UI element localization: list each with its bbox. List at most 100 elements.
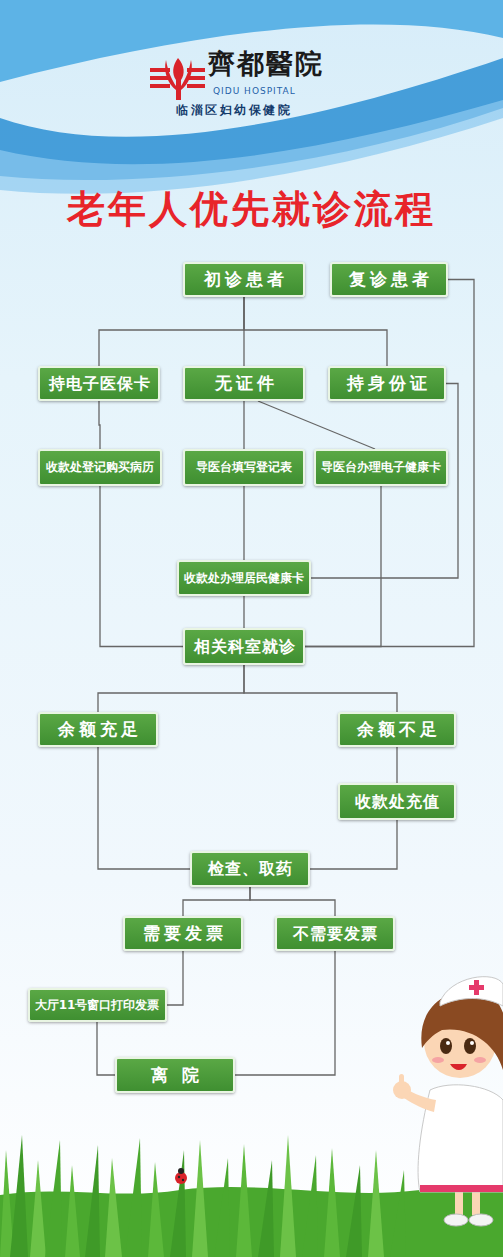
connector [235, 951, 335, 1075]
connector [243, 486, 244, 560]
connector [250, 887, 335, 916]
ladybug-part [178, 1176, 180, 1178]
connector [167, 951, 184, 1005]
grass-part [280, 1135, 296, 1257]
process-box: 收款处办理居民健康卡 [177, 560, 311, 596]
connector [244, 297, 387, 366]
ladybug-part [182, 1179, 184, 1181]
grass-part [302, 1155, 318, 1257]
box-text: 余额充足 [54, 719, 142, 739]
process-box: 余额不足 [338, 712, 456, 747]
grass-part [45, 1140, 62, 1257]
connector [243, 596, 244, 628]
box-text: 离院 [137, 1065, 213, 1085]
box-text: 余额不足 [353, 719, 441, 739]
process-box: 收款处登记购买病历 [38, 449, 162, 486]
grass-part [236, 1144, 252, 1257]
process-box: 需要发票 [123, 916, 243, 951]
logo-emblem-part [150, 84, 170, 88]
process-box: 初诊患者 [183, 262, 305, 297]
nurse-illustration-part [444, 1214, 468, 1226]
box-text: 导医台办理电子健康卡 [321, 460, 441, 474]
process-box: 持身份证 [328, 366, 446, 401]
connector [258, 401, 375, 449]
box-text: 大厅11号窗口打印发票 [35, 998, 160, 1012]
connector [305, 486, 381, 647]
nurse-illustration-part [450, 1064, 467, 1070]
connector [305, 280, 474, 647]
process-box: 大厅11号窗口打印发票 [28, 988, 167, 1022]
nurse-illustration-part [440, 977, 503, 1006]
grass-part [30, 1160, 46, 1257]
process-box: 收款处充值 [338, 783, 456, 820]
logo-emblem [150, 58, 205, 100]
header-wave-part [0, 100, 503, 194]
box-text: 需要发票 [139, 923, 227, 943]
box-text: 持身份证 [343, 373, 431, 393]
process-box: 复诊患者 [330, 262, 448, 297]
nurse-illustration-part [432, 1057, 444, 1063]
nurse-illustration-part [446, 1041, 450, 1045]
connector [98, 665, 244, 712]
nurse-illustration-part [421, 991, 503, 1070]
process-box: 检查、取药 [190, 851, 310, 887]
header-wave-part [0, 0, 503, 82]
hospital-name: 齊都醫院 [208, 46, 324, 82]
nurse-illustration-part [440, 1038, 452, 1054]
grass-part [258, 1160, 274, 1257]
logo-emblem-part [173, 58, 183, 100]
connector [99, 297, 244, 366]
logo-emblem-part [165, 60, 176, 90]
connector [244, 665, 397, 712]
box-text: 收款处办理居民健康卡 [184, 571, 304, 585]
process-box: 不需要发票 [275, 916, 395, 951]
grass-part [214, 1158, 230, 1257]
box-text: 检查、取药 [207, 859, 293, 878]
grass-part [346, 1165, 362, 1257]
box-text: 无证件 [211, 373, 278, 393]
process-box: 持电子医保卡 [38, 366, 160, 401]
box-text: 初诊患者 [200, 269, 288, 289]
grass-part [10, 1135, 28, 1257]
nurse-illustration-part [470, 1041, 474, 1045]
process-box: 相关科室就诊 [183, 628, 305, 665]
hospital-subtitle: 临淄区妇幼保健院 [176, 103, 292, 118]
connector [183, 887, 250, 916]
grass-part [148, 1162, 164, 1257]
connector [311, 384, 458, 579]
connector [310, 820, 397, 869]
connector [100, 486, 183, 647]
box-text: 不需要发票 [292, 924, 378, 943]
connector [98, 747, 190, 869]
title: 老年人优先就诊流程 [0, 184, 503, 235]
box-text: 收款处充值 [354, 792, 440, 811]
grass-part [324, 1148, 340, 1257]
process-box: 离院 [115, 1057, 235, 1093]
nurse-illustration-part [469, 985, 484, 990]
connector [243, 401, 244, 449]
nurse-illustration-part [464, 1038, 476, 1054]
header-wave [0, 0, 503, 194]
box-text: 导医台填写登记表 [196, 460, 292, 474]
ladybug-part [178, 1168, 184, 1174]
nurse-illustration-part [420, 1185, 503, 1192]
process-box: 余额充足 [38, 712, 158, 747]
nurse-illustration-part [474, 1057, 486, 1063]
grass-part [125, 1138, 142, 1257]
nurse-illustration-part [469, 1214, 493, 1226]
logo-emblem-part [187, 84, 205, 88]
process-box: 导医台填写登记表 [183, 449, 305, 486]
ladybug [175, 1168, 187, 1184]
logo-emblem-part [181, 60, 192, 90]
nurse-illustration-part [399, 1074, 404, 1086]
grass-part [65, 1165, 80, 1257]
grass-part [170, 1150, 186, 1257]
grass-part [192, 1140, 208, 1257]
box-text: 持电子医保卡 [48, 374, 151, 393]
box-text: 收款处登记购买病历 [46, 460, 154, 474]
grass-part [390, 1170, 406, 1257]
grass-part [85, 1145, 100, 1257]
connector [396, 747, 397, 783]
connector [97, 1022, 115, 1075]
box-text: 相关科室就诊 [193, 637, 296, 656]
